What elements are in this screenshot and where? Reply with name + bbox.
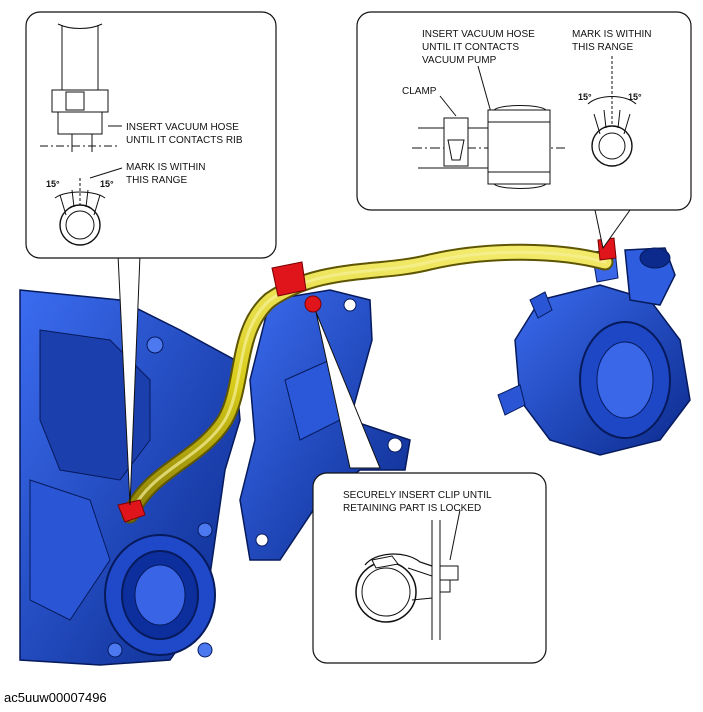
tr-angle-right: 15° xyxy=(628,92,642,102)
tl-label1-line2: UNTIL IT CONTACTS RIB xyxy=(126,135,243,146)
callout-bottom: SECURELY INSERT CLIP UNTIL RETAINING PAR… xyxy=(312,472,547,664)
tl-angle-right: 15° xyxy=(100,179,114,189)
figure-code: ac5uuw00007496 xyxy=(4,690,107,705)
tr-label2-line2: THIS RANGE xyxy=(572,42,633,53)
callout-top-left: INSERT VACUUM HOSE UNTIL IT CONTACTS RIB… xyxy=(25,11,277,259)
tl-label1-line1: INSERT VACUUM HOSE xyxy=(126,122,239,133)
leader-lines xyxy=(117,209,631,506)
tr-label2-line1: MARK IS WITHIN xyxy=(572,29,651,40)
tr-angle-left: 15° xyxy=(578,92,592,102)
tl-label2-line1: MARK IS WITHIN xyxy=(126,162,205,173)
bottom-label-line2: RETAINING PART IS LOCKED xyxy=(343,503,481,514)
tr-clamp-label: CLAMP xyxy=(402,86,437,97)
bottom-label-line1: SECURELY INSERT CLIP UNTIL xyxy=(343,490,492,501)
mounting-bracket xyxy=(239,289,411,561)
vacuum-hose xyxy=(121,243,614,524)
tr-label1-line2: UNTIL IT CONTACTS xyxy=(422,42,519,53)
tl-label2-line2: THIS RANGE xyxy=(126,175,187,186)
vacuum-pump xyxy=(497,247,691,456)
callout-top-right: INSERT VACUUM HOSE UNTIL IT CONTACTS VAC… xyxy=(356,11,692,211)
tr-label1-line3: VACUUM PUMP xyxy=(422,55,497,66)
tl-angle-left: 15° xyxy=(46,179,60,189)
tr-label1-line1: INSERT VACUUM HOSE xyxy=(422,29,535,40)
